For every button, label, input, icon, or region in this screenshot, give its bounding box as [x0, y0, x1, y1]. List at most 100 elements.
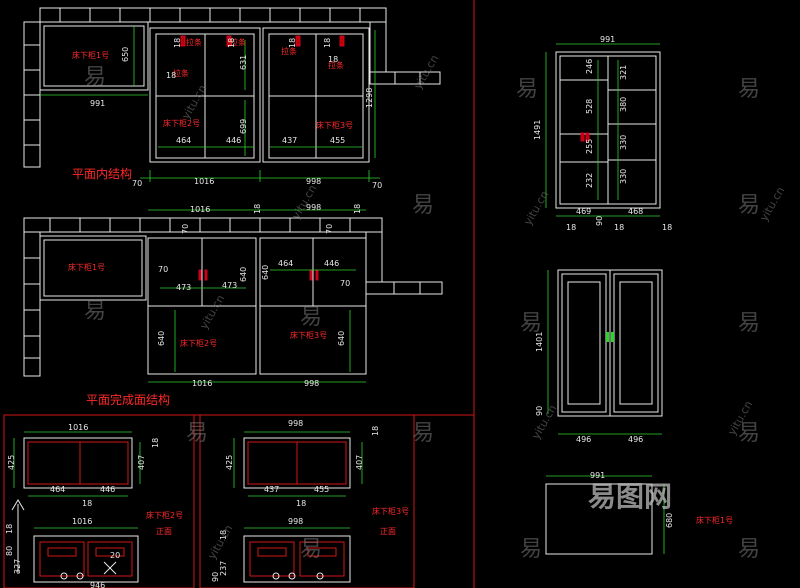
dim-246: 246: [585, 59, 594, 74]
svg-text:18: 18: [328, 55, 338, 64]
svg-text:464: 464: [278, 259, 293, 268]
svg-text:640: 640: [157, 331, 166, 346]
title-plan-finished: 平面完成面结构: [86, 392, 170, 407]
front-elevation: [547, 269, 663, 435]
label-lashou-5: 拉条: [328, 60, 344, 70]
svg-text:640: 640: [337, 331, 346, 346]
dim-232: 232: [585, 173, 594, 188]
front-view-frame-2: [199, 414, 415, 588]
svg-text:18: 18: [253, 204, 262, 214]
svg-text:易: 易: [520, 311, 542, 336]
dim-946: 946: [90, 581, 105, 588]
label-lashou-2: 拉条: [230, 37, 246, 47]
dim-991-top: 991: [590, 471, 605, 480]
svg-text:998: 998: [306, 203, 321, 212]
dim-680: 680: [665, 513, 674, 528]
label-lashou-4: 拉条: [281, 46, 297, 56]
watermarks: 易 易 易 易 易 易 易 易 易 易 易 易 易 易 易 yitu.cn yi…: [84, 53, 787, 562]
dim-330-a: 330: [619, 135, 628, 150]
dimensions: 650 991 18 18 18 631 699 464 446 437 455…: [5, 35, 674, 588]
svg-text:yitu.cn: yitu.cn: [521, 189, 551, 228]
dim-468: 468: [628, 207, 643, 216]
svg-text:易: 易: [412, 421, 434, 446]
cabinet-2-outline: [149, 27, 261, 163]
svg-text:18: 18: [82, 499, 92, 508]
svg-text:易: 易: [84, 299, 106, 324]
svg-text:18: 18: [219, 530, 228, 540]
top-view: [545, 475, 665, 555]
svg-text:455: 455: [314, 485, 329, 494]
dim-1491: 1491: [533, 120, 542, 140]
svg-text:yitu.cn: yitu.cn: [757, 185, 787, 224]
cabinet-1-finished: [39, 235, 147, 301]
dim-20: 20: [110, 551, 120, 560]
svg-text:18: 18: [614, 223, 624, 232]
dim-469: 469: [576, 207, 591, 216]
front-view-2: [11, 431, 141, 583]
dim-380: 380: [619, 97, 628, 112]
dim-496-b: 496: [628, 435, 643, 444]
dim-455: 455: [330, 136, 345, 145]
dim-1016: 1016: [194, 177, 214, 186]
dim-496-a: 496: [576, 435, 591, 444]
svg-text:18: 18: [173, 38, 182, 48]
wall-top-2: [23, 217, 383, 233]
svg-text:易: 易: [738, 421, 760, 446]
wall-left-2: [23, 231, 41, 377]
dim-407-a: 407: [137, 455, 146, 470]
svg-text:464: 464: [50, 485, 65, 494]
label-front-3: 正面: [380, 527, 396, 536]
svg-text:18: 18: [5, 524, 14, 534]
dim-407-b: 407: [355, 455, 364, 470]
plan-finished-structure: [23, 209, 443, 383]
dim-425-a: 425: [7, 455, 16, 470]
svg-text:998: 998: [288, 517, 303, 526]
dim-998: 998: [306, 177, 321, 186]
cabinet-1-outline: [39, 21, 149, 91]
svg-text:446: 446: [324, 259, 339, 268]
svg-text:640: 640: [261, 265, 270, 280]
dim-991-section: 991: [600, 35, 615, 44]
svg-text:易: 易: [300, 537, 322, 562]
label-cabinet-1-finished: 床下柜1号: [68, 262, 105, 272]
svg-text:18: 18: [296, 499, 306, 508]
svg-text:易: 易: [516, 77, 538, 102]
label-cabinet-2-finished: 床下柜2号: [180, 338, 217, 348]
svg-text:70: 70: [325, 224, 334, 234]
dim-446: 446: [226, 136, 241, 145]
dim-650: 650: [121, 47, 130, 62]
dim-237: 237: [219, 561, 228, 576]
svg-text:446: 446: [100, 485, 115, 494]
svg-text:易: 易: [738, 311, 760, 336]
svg-text:18: 18: [166, 71, 176, 80]
svg-text:易: 易: [300, 305, 322, 330]
svg-text:640: 640: [239, 267, 248, 282]
dim-464: 464: [176, 136, 191, 145]
dim-437: 437: [282, 136, 297, 145]
label-cabinet-2: 床下柜2号: [163, 118, 200, 128]
svg-text:18: 18: [227, 38, 236, 48]
svg-text:70: 70: [340, 279, 350, 288]
dim-991: 991: [90, 99, 105, 108]
label-lashou-1: 拉条: [186, 37, 202, 47]
label-cabinet-1: 床下柜1号: [72, 50, 109, 60]
svg-text:18: 18: [371, 426, 380, 436]
dim-70-b: 70: [372, 181, 382, 190]
dim-255: 255: [585, 139, 594, 154]
label-cabinet-3-finished: 床下柜3号: [290, 330, 327, 340]
svg-text:90: 90: [535, 406, 544, 416]
svg-text:1016: 1016: [192, 379, 212, 388]
dim-473-a: 473: [176, 283, 191, 292]
front-view-3: [233, 431, 363, 583]
svg-text:易: 易: [738, 537, 760, 562]
svg-text:18: 18: [288, 38, 297, 48]
section-view: [545, 43, 661, 217]
dim-528: 528: [585, 99, 594, 114]
dim-330-b: 330: [619, 169, 628, 184]
svg-text:70: 70: [181, 224, 190, 234]
svg-text:998: 998: [288, 419, 303, 428]
title-plan-inner: 平面内结构: [72, 166, 132, 181]
svg-text:18: 18: [323, 38, 332, 48]
svg-text:437: 437: [264, 485, 279, 494]
